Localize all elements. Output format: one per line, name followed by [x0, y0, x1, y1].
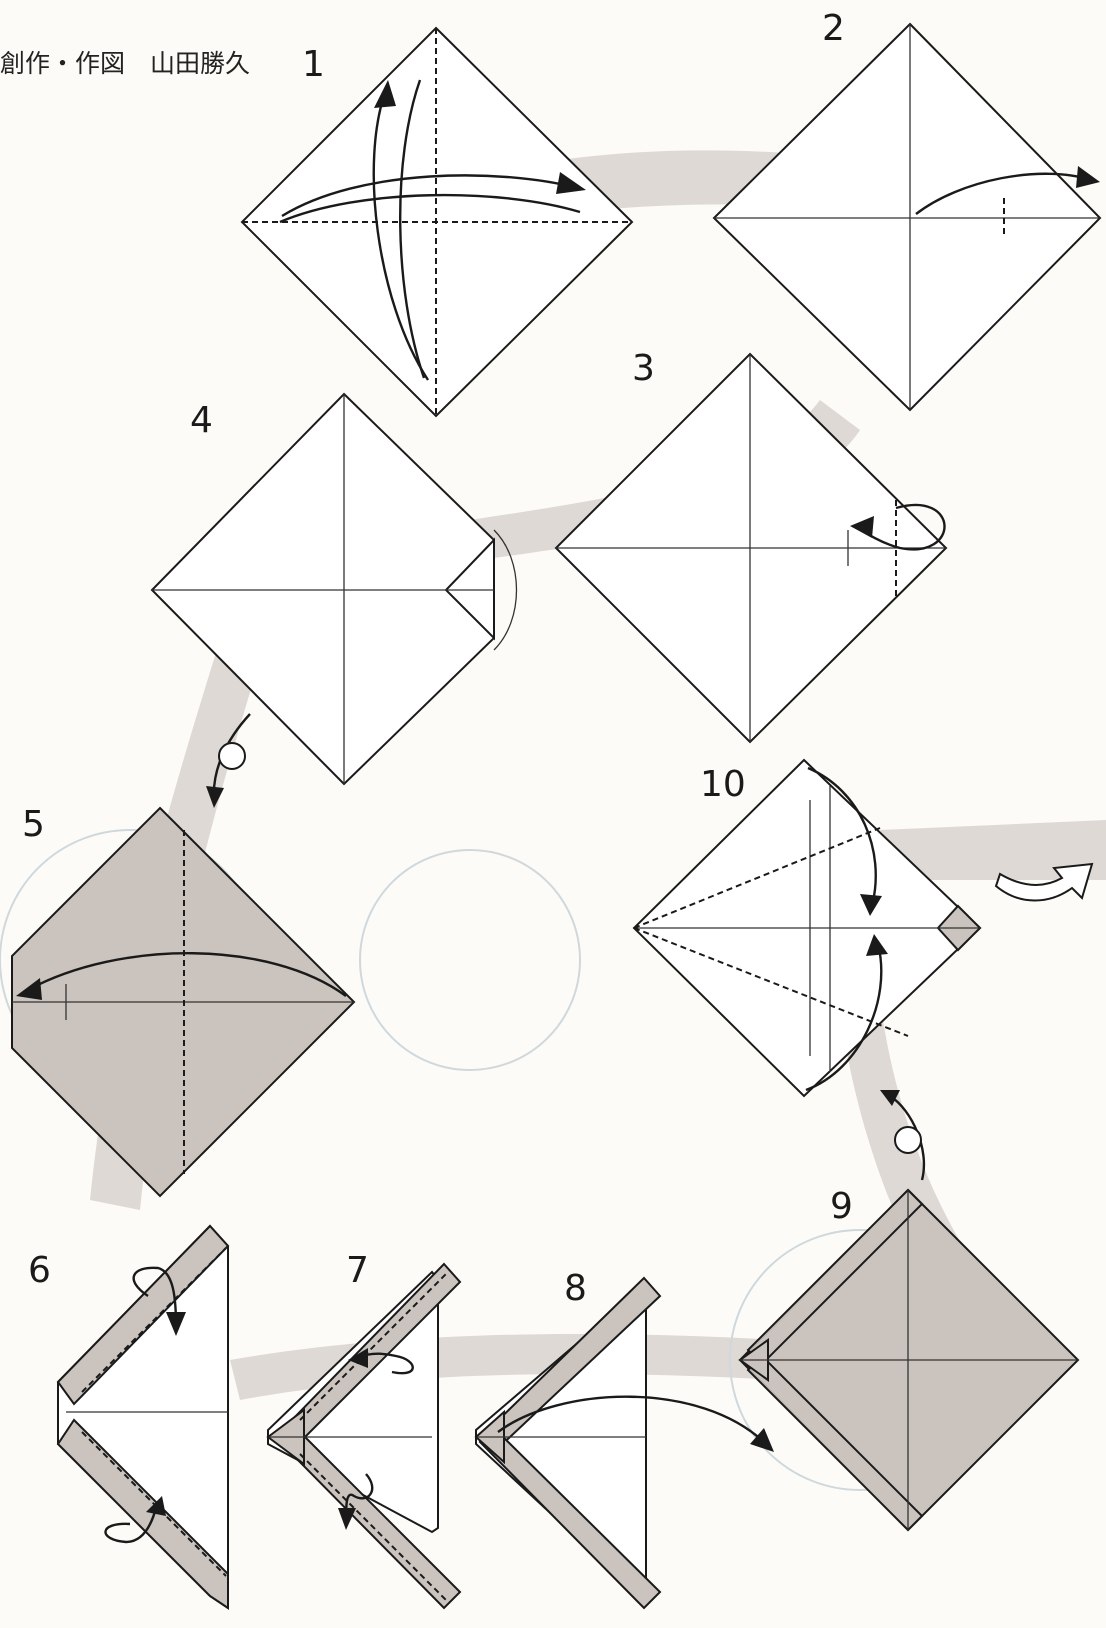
- arrow-head-icon: [1076, 166, 1100, 188]
- square-paper: [714, 24, 1100, 410]
- step-7: 7: [268, 1250, 460, 1608]
- step-8: 8: [476, 1268, 774, 1608]
- step-number-3: 3: [632, 348, 655, 389]
- arrow-head-icon: [338, 1508, 356, 1530]
- step-2: 2: [714, 8, 1100, 410]
- turn-over-icon: [895, 1127, 921, 1153]
- step-number-2: 2: [822, 8, 845, 49]
- arrow-head-icon: [750, 1428, 774, 1452]
- step-number-4: 4: [190, 400, 213, 441]
- step-number-1: 1: [302, 44, 325, 85]
- step-3: 3: [556, 348, 946, 742]
- step-5: 5: [12, 804, 354, 1196]
- step-6: 6: [28, 1226, 228, 1608]
- step-number-7: 7: [346, 1250, 369, 1291]
- turn-over-icon: [219, 743, 245, 769]
- step-number-10: 10: [700, 764, 746, 805]
- step-number-6: 6: [28, 1250, 51, 1291]
- step-1: 1: [242, 28, 632, 416]
- step-number-9: 9: [830, 1186, 853, 1227]
- step-number-8: 8: [564, 1268, 587, 1309]
- step-number-5: 5: [22, 804, 45, 845]
- step-10: 10: [634, 760, 980, 1096]
